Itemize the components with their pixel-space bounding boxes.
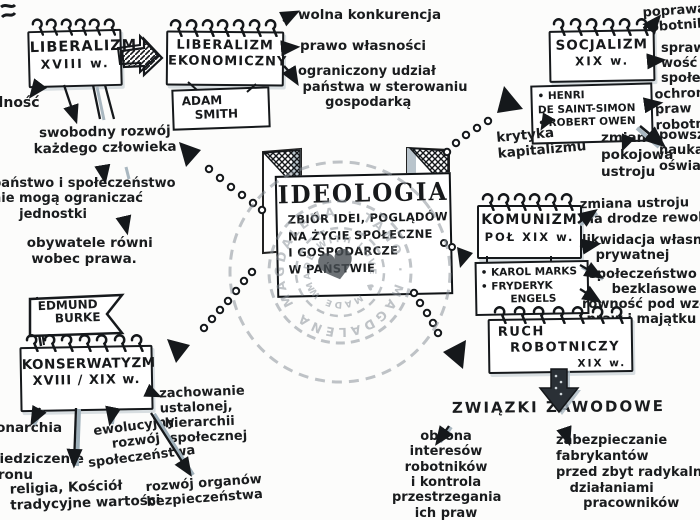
spiral-loop-icon xyxy=(88,18,102,36)
node-title: KOMUNIZM xyxy=(481,212,578,228)
spiral-loop-icon xyxy=(233,19,247,37)
spiral-loop-icon xyxy=(45,18,59,36)
note-ochrona-praw: ochrona praw robotników xyxy=(654,85,700,134)
node-title: LIBERALIZM EKONOMICZNY xyxy=(167,37,288,70)
spiral-loop-icon xyxy=(591,306,605,324)
notebook-spiral xyxy=(168,17,278,37)
node-period: XVIII w. xyxy=(40,55,110,73)
spiral-loop-icon xyxy=(569,18,583,36)
spiral-loop-icon xyxy=(552,306,566,324)
spiral-loop-icon xyxy=(113,334,127,352)
node-period: XIX w. xyxy=(574,53,630,69)
spiral-loop-icon xyxy=(95,334,109,352)
spiral-loop-icon xyxy=(529,193,543,211)
notebook-spiral xyxy=(551,16,649,36)
spiral-loop-icon xyxy=(201,19,215,37)
node-title: SOCJALIZM xyxy=(555,36,649,54)
spiral-loop-icon xyxy=(513,193,527,211)
note-zabezpieczanie: zabezpieczanie fabrykantów przed zbyt ra… xyxy=(556,433,700,512)
node-title: RUCH ROBOTNICZY xyxy=(497,324,621,357)
node-title: LIBERALIZM xyxy=(29,37,138,57)
note-monarchia: monarchia i dziedziczenie tronu xyxy=(0,420,84,483)
spiral-loop-icon xyxy=(60,18,73,36)
spiral-loop-icon xyxy=(619,18,633,36)
spiral-loop-icon xyxy=(78,334,92,352)
note-obywatele: obywatele równi wobec prawa. xyxy=(26,235,153,267)
spiral-loop-icon xyxy=(25,334,39,352)
node-liberalizm-ekonomiczny: LIBERALIZM EKONOMICZNY xyxy=(165,30,288,87)
note-oswiata: powszechna nauka i oświata xyxy=(659,128,700,174)
spiral-loop-icon xyxy=(130,334,144,352)
notebook-spiral xyxy=(30,16,116,36)
spiral-loop-icon xyxy=(185,19,199,37)
ideologia-title: IDEOLOGIA xyxy=(277,177,449,210)
trail-arrowhead-konserwatyzm xyxy=(167,339,190,363)
label-zwiazki-zawodowe: ZWIĄZKI ZAWODOWE xyxy=(451,397,666,417)
notebook-spiral xyxy=(480,191,574,211)
note-rozwoj: swobodny rozwój każdego człowieka xyxy=(33,122,177,158)
node-period: POŁ XIX w. xyxy=(484,229,575,244)
note-wlasnosc: prawo własności xyxy=(300,38,427,54)
spiral-loop-icon xyxy=(264,19,278,37)
note-panstwo-jednostka: państwo i społeczeństwo nie mogą ogranic… xyxy=(0,176,176,222)
node-komunizm: KOMUNIZM POŁ XIX w. xyxy=(477,205,582,259)
note-religia: religia, Kościół tradycyjne wartości xyxy=(9,477,161,514)
spiral-loop-icon xyxy=(248,19,262,37)
spiral-loop-icon xyxy=(585,18,599,36)
node-edmund-burke: EDMUND BURKE xyxy=(37,297,101,327)
note-sprawiedliwosc: sprawiedli- wość społeczna xyxy=(661,41,700,86)
note-ewolucyjny: ewolucyjny rozwój społeczeństwa xyxy=(87,414,197,471)
node-adam-smith: ADAM SMITH xyxy=(171,86,271,131)
spiral-loop-icon xyxy=(481,193,495,211)
node-ideologia: IDEOLOGIA ZBIÓR IDEI, POGLĄDÓW NA ŻYCIE … xyxy=(274,172,454,298)
note-wolnosc: wolność xyxy=(0,95,40,111)
note-udzial-panstwa: ograniczony udział państwa w sterowaniu … xyxy=(298,64,468,111)
spiral-loop-icon xyxy=(635,18,649,36)
spiral-loop-icon xyxy=(552,18,566,36)
notebook-spiral xyxy=(24,332,144,352)
ideologia-definition: ZBIÓR IDEI, POGLĄDÓW NA ŻYCIE SPOŁECZNE … xyxy=(287,209,449,277)
node-title: KONSERWATYZM xyxy=(21,354,156,374)
note-likwidacja: likwidacja własności prywatnej xyxy=(582,233,700,264)
spiral-loop-icon xyxy=(602,18,616,36)
trail-arrowhead-ruch xyxy=(443,340,466,369)
note-obrona-interesow: obrona interesów robotników i kontrola p… xyxy=(392,429,502,520)
note-zmiana-pokojowa: zmiana pokojowa ustroju xyxy=(601,130,674,180)
note-konkurencja: wolna konkurencja xyxy=(298,7,442,23)
spiral-loop-icon xyxy=(497,193,511,211)
node-socjalizm: SOCJALIZM XIX w. xyxy=(548,29,656,83)
node-period: XIX w. xyxy=(577,357,627,370)
spiral-loop-icon xyxy=(103,18,116,36)
trail-arrowhead-komunizm xyxy=(457,247,473,268)
spiral-loop-icon xyxy=(74,18,88,36)
spiral-loop-icon xyxy=(169,19,183,37)
spiral-loop-icon xyxy=(60,334,74,352)
spiral-loop-icon xyxy=(43,334,57,352)
trail-arrowhead-socjalizm xyxy=(497,86,523,113)
spiral-loop-icon xyxy=(493,306,507,324)
spiral-loop-icon xyxy=(571,306,585,324)
corner-scribble xyxy=(0,3,17,19)
spiral-loop-icon xyxy=(513,306,527,324)
node-liberalizm: LIBERALIZM XVIII w. xyxy=(27,28,138,89)
spiral-loop-icon xyxy=(217,19,231,37)
note-rewolucja: zmiana ustroju na drodze rewolucji xyxy=(579,195,700,228)
spiral-loop-icon xyxy=(610,306,624,324)
note-rozwoj-organow: rozwój organów bezpieczeństwa xyxy=(145,471,264,511)
node-ruch-robotniczy: RUCH ROBOTNICZY XIX w. xyxy=(487,316,634,375)
note-bezklasowe: społeczeństwo bezklasowe xyxy=(589,267,697,298)
spiral-loop-icon xyxy=(544,193,558,211)
spiral-loop-icon xyxy=(532,306,546,324)
note-poprawa: poprawa życia robotników xyxy=(642,1,700,36)
notebook-spiral xyxy=(492,304,624,324)
trail-arrowhead-liberalizm xyxy=(179,142,201,167)
spiral-loop-icon xyxy=(560,193,574,211)
node-period: XVIII / XIX w. xyxy=(32,371,141,389)
node-konserwatyzm: KONSERWATYZM XVIII / XIX w. xyxy=(19,344,156,413)
liberalizm-ekonomiczny-links xyxy=(278,10,301,86)
note-krytyka-kapitalizmu: krytyka kapitalizmu xyxy=(495,124,587,162)
spiral-loop-icon xyxy=(31,18,45,36)
